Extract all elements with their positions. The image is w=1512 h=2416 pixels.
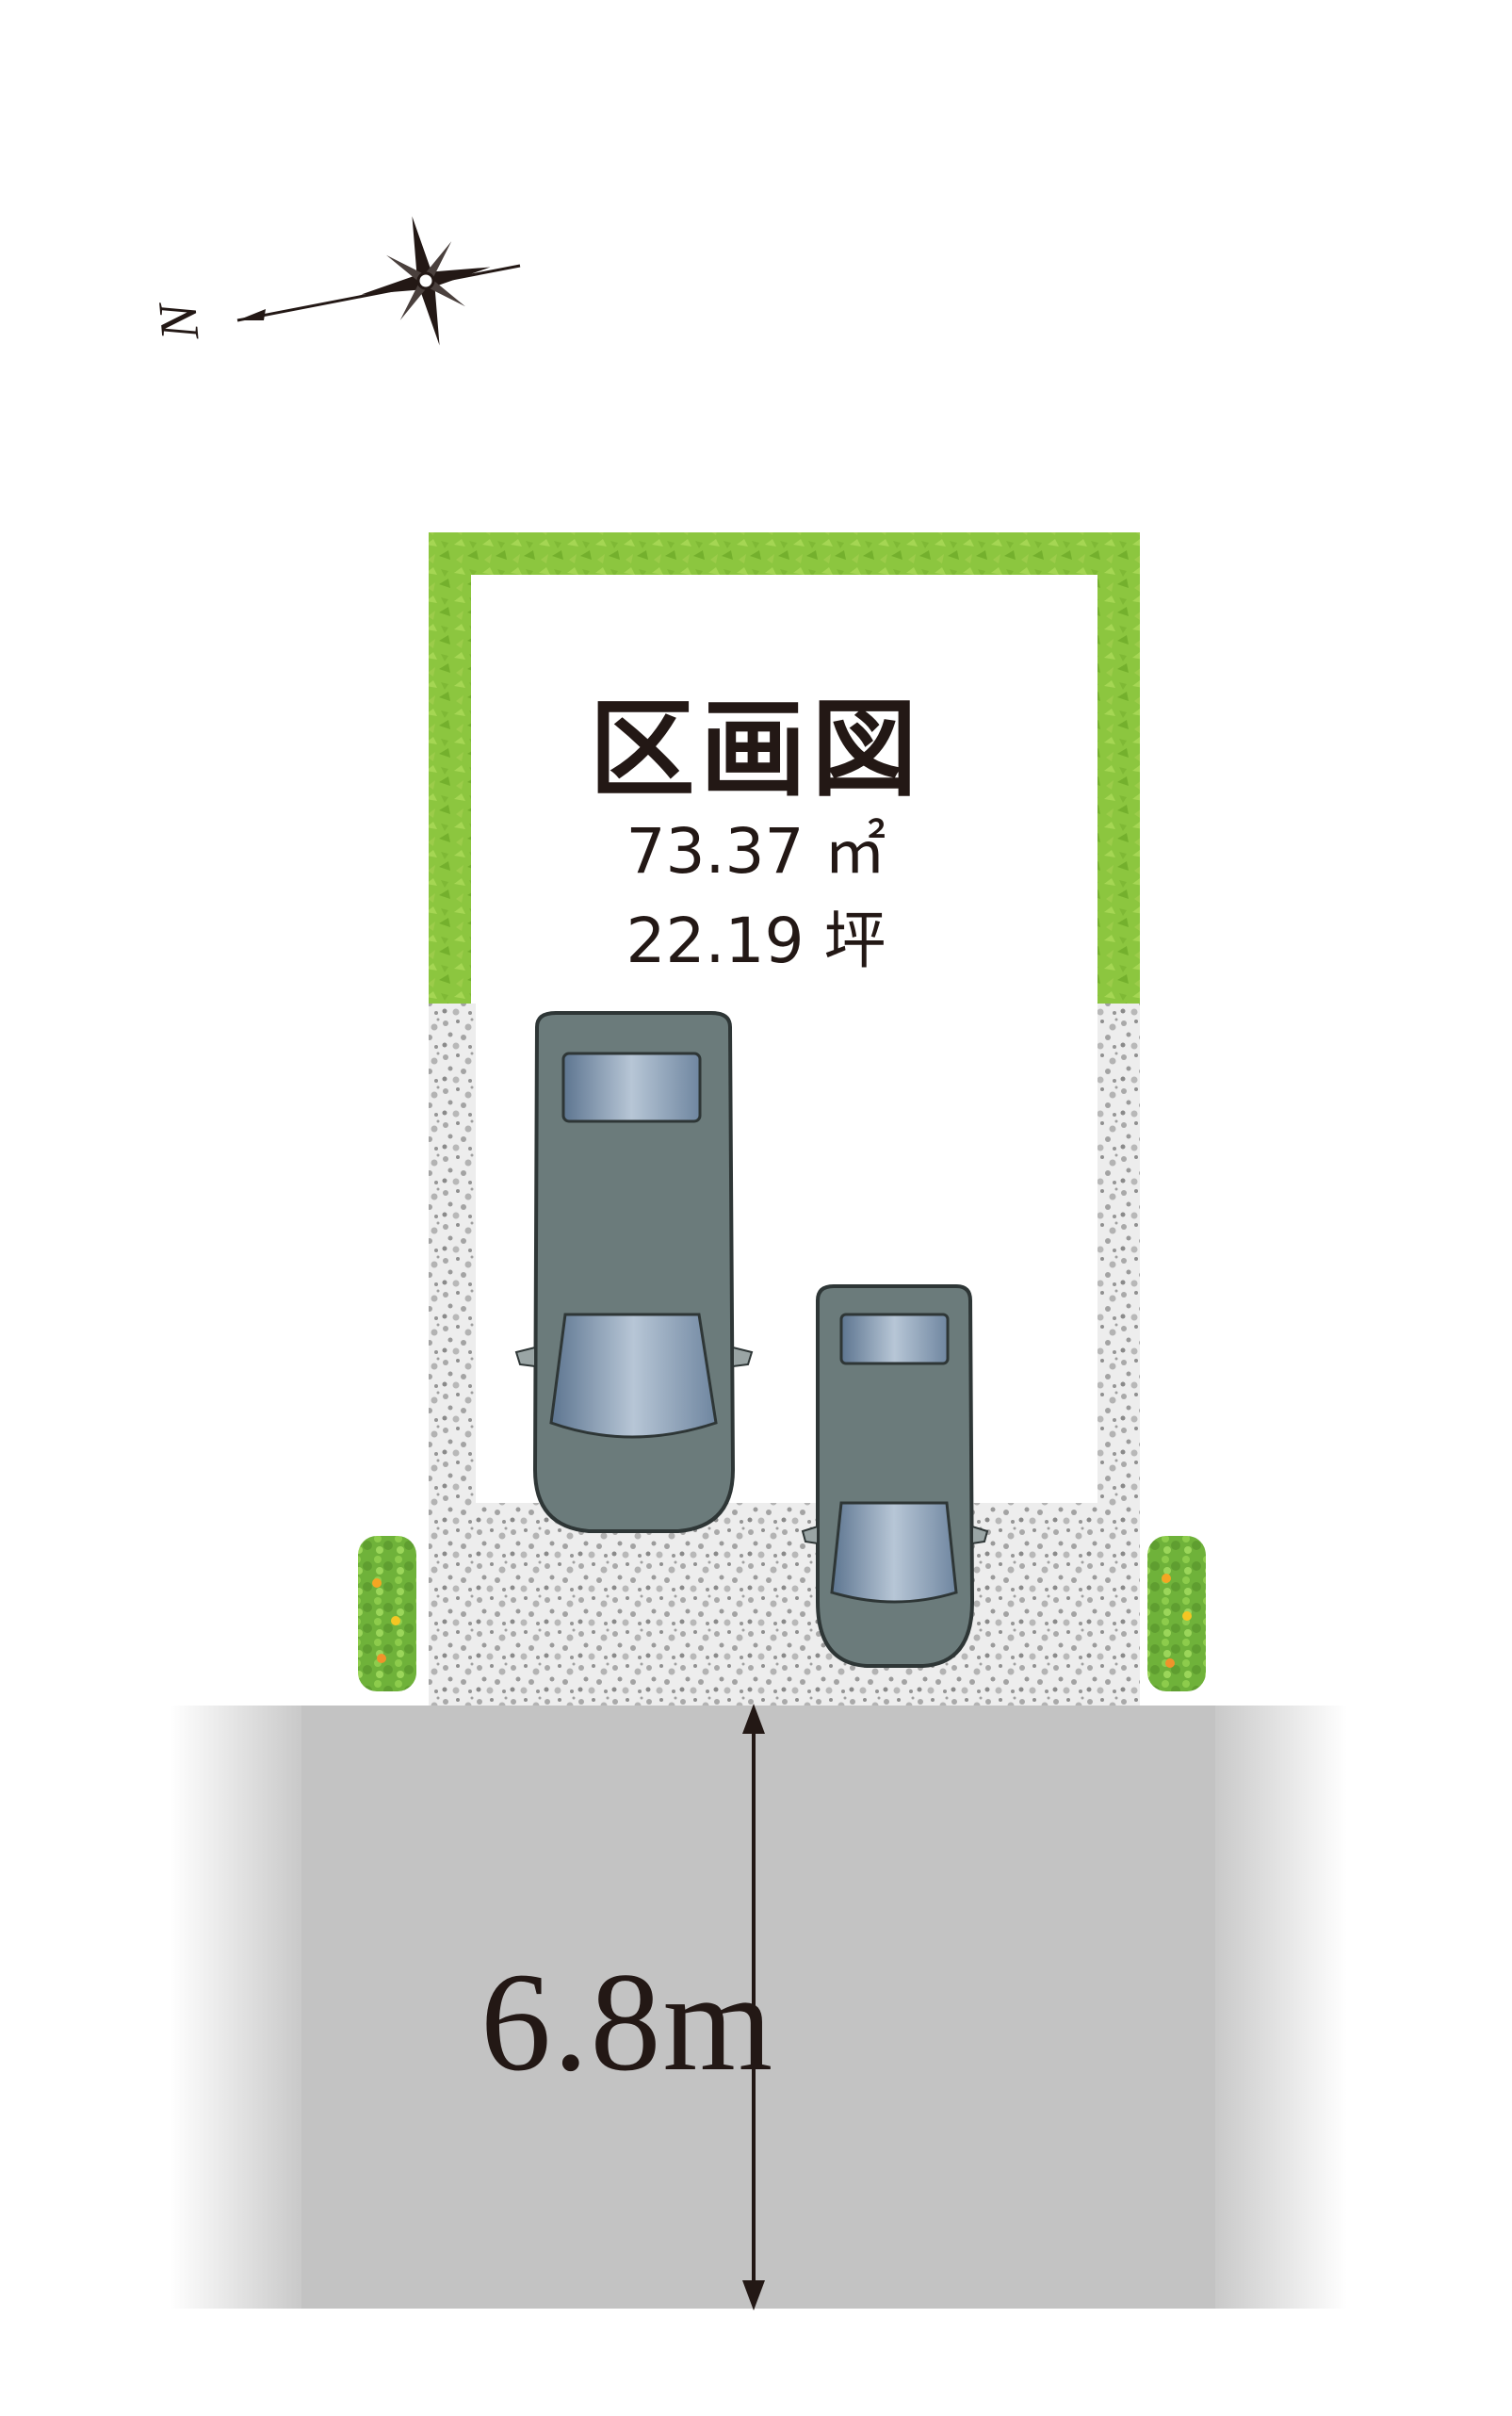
car-small-icon [801,1284,989,1668]
plot-title: 区画図 [589,688,923,811]
area-square-meters: 73.37 ㎡ [626,815,886,888]
car-large-icon [514,1011,754,1533]
shrub-left [358,1536,416,1691]
north-label: N [146,301,211,343]
gravel-parking-area [429,1004,1140,1706]
shrub-right [1147,1536,1206,1691]
road-width-label: 6.8m [480,1944,775,2100]
area-tsubo: 22.19 坪 [626,905,886,977]
road [170,1706,1347,2309]
hedge-border [429,532,1140,1004]
compass-rose-icon [236,216,521,346]
road-width-dimension-arrow [742,1704,765,2310]
